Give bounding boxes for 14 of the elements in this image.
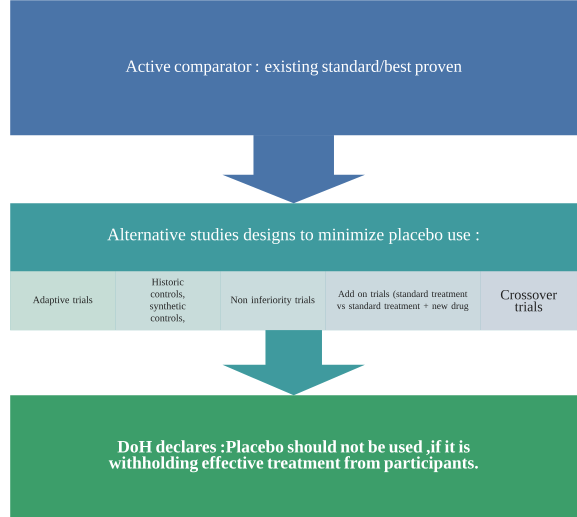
table-cell: Historic controls, synthetic controls, xyxy=(115,271,220,330)
node-label: Historic controls, synthetic controls, xyxy=(150,278,186,323)
table-cell: Non inferiority trials xyxy=(220,271,326,330)
node-label: Crossover trials xyxy=(500,290,557,312)
block-arrow xyxy=(223,330,364,396)
node-label: Adaptive trials xyxy=(32,296,92,306)
conclusion-box: DoH declares :Placebo should not be used ,if it is withholding effective treatment from participants. xyxy=(10,395,577,517)
node-label: Add on trials (standard treatment vs standard treatment + new drug xyxy=(336,290,468,312)
node-label: Non inferiority trials xyxy=(230,296,315,306)
table-cell: Adaptive trials xyxy=(10,271,116,330)
table-cell: Add on trials (standard treatment vs standard treatment + new drug xyxy=(325,271,480,330)
block-arrow xyxy=(223,135,364,204)
table-cell: Crossover trials xyxy=(480,271,577,330)
process-box: Active comparator : existing standard/best proven xyxy=(10,0,577,136)
